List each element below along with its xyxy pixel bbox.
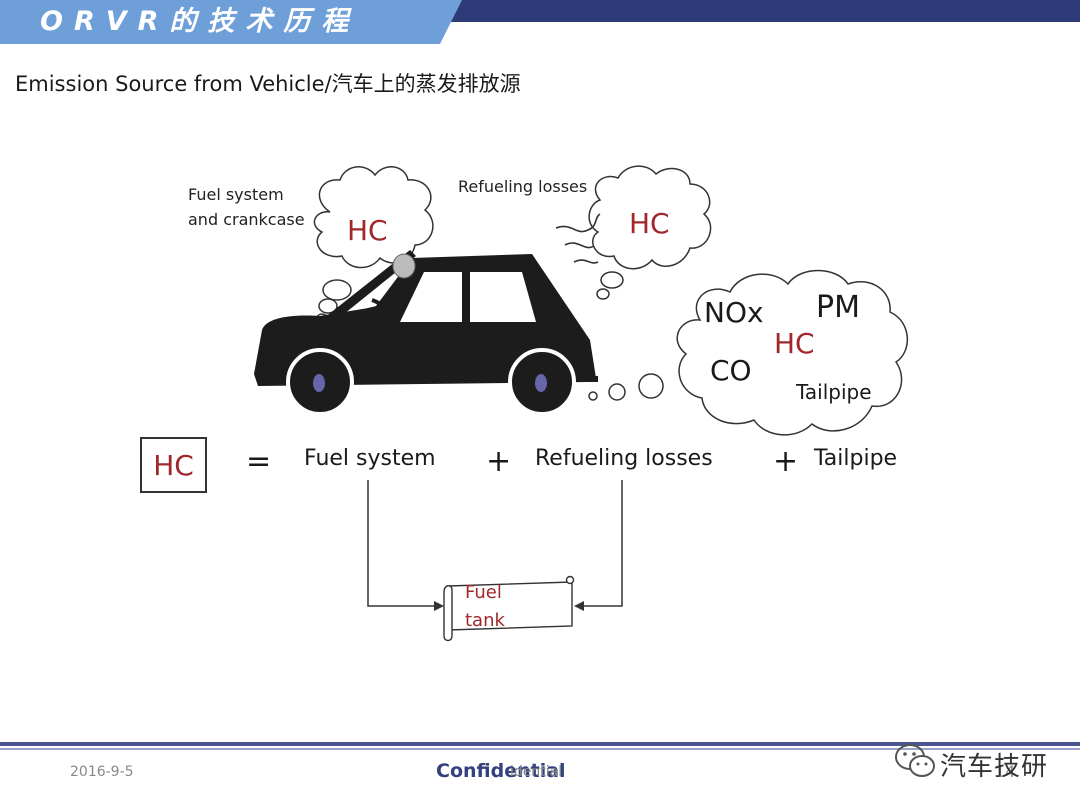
equation-fuel-system: Fuel system bbox=[304, 446, 436, 471]
watermark-text: 汽车技研 bbox=[940, 752, 1049, 782]
equation-hc-box: HC bbox=[140, 437, 207, 493]
equation-plus-2: + bbox=[773, 444, 799, 479]
equation-plus-1: + bbox=[486, 444, 512, 479]
engine-cloud-hc: HC bbox=[347, 214, 388, 247]
tailpipe-cloud bbox=[588, 269, 909, 436]
footer-confidential-small: idential bbox=[510, 764, 563, 780]
tailpipe-nox: NOx bbox=[704, 296, 764, 329]
refuel-cloud-hc: HC bbox=[629, 207, 670, 240]
tailpipe-co: CO bbox=[710, 354, 752, 387]
equation-tailpipe: Tailpipe bbox=[814, 446, 898, 471]
slide-subtitle: Emission Source from Vehicle/汽车上的蒸发排放源 bbox=[15, 72, 521, 96]
fuel-system-label-line2: and crankcase bbox=[188, 210, 305, 229]
footer-page-number: 14 bbox=[995, 762, 1016, 781]
footer-rule-thin bbox=[0, 748, 1080, 750]
arrow-head-right bbox=[574, 601, 584, 611]
tailpipe-pm: PM bbox=[816, 290, 860, 325]
car-silhouette bbox=[254, 250, 598, 416]
equation-equals: = bbox=[246, 444, 272, 479]
header-banner bbox=[0, 0, 1080, 44]
footer-date: 2016-9-5 bbox=[70, 764, 134, 780]
connector-arrows bbox=[367, 480, 623, 607]
refuel-hc-cloud bbox=[588, 165, 712, 300]
arrow-head-left bbox=[434, 601, 444, 611]
footer-rule bbox=[0, 742, 1080, 746]
footer-confidential: Confidential bbox=[436, 760, 566, 782]
refueling-losses-label: Refueling losses bbox=[458, 177, 588, 196]
fuel-tank-label-line2: tank bbox=[465, 610, 505, 631]
fuel-tank-scroll bbox=[443, 575, 575, 642]
tailpipe-label: Tailpipe bbox=[796, 380, 872, 404]
wechat-icon bbox=[895, 744, 935, 777]
header-title: ORVR的技术历程 bbox=[40, 6, 360, 37]
fuel-system-label-line1: Fuel system bbox=[188, 185, 284, 204]
fuel-tank-label-line1: Fuel bbox=[465, 582, 502, 603]
equation-refueling-losses: Refueling losses bbox=[535, 446, 713, 471]
fume-lines bbox=[555, 213, 601, 264]
tailpipe-hc: HC bbox=[774, 327, 815, 360]
